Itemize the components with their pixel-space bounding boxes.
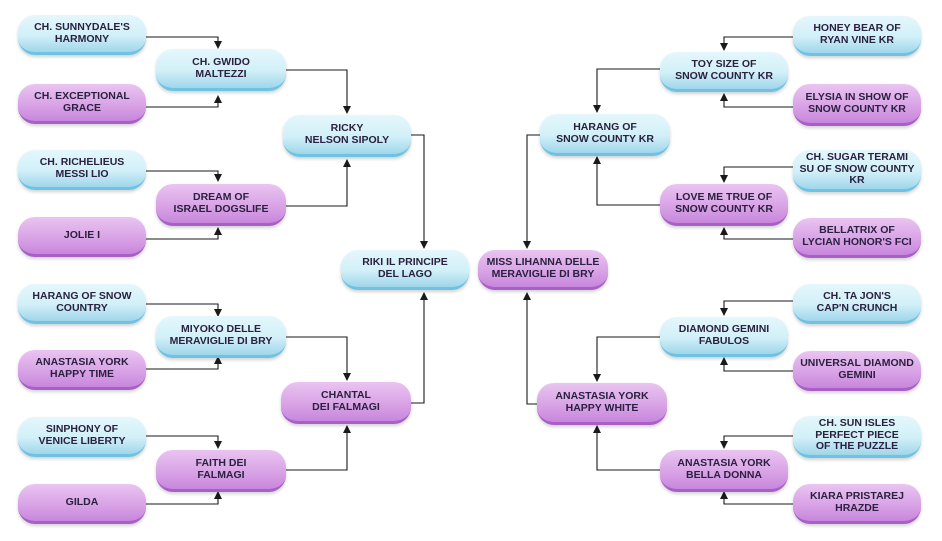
connector bbox=[720, 435, 793, 449]
dog-node-universal-diamond-gemini: UNIVERSAL DIAMOND GEMINI bbox=[793, 351, 921, 391]
dog-node-diamond-gemini-fabulos: DIAMOND GEMINI FABULOS bbox=[660, 317, 788, 357]
dog-node-harang-of-snow-country: HARANG OF SNOW COUNTRY bbox=[18, 284, 146, 324]
dog-node-miyoko-delle-meraviglie: MIYOKO DELLE MERAVIGLIE DI BRY bbox=[156, 316, 286, 358]
dog-node-miss-lihanna: MISS LIHANNA DELLE MERAVIGLIE DI BRY bbox=[478, 250, 608, 290]
connector bbox=[720, 166, 793, 183]
dog-node-bellatrix: BELLATRIX OF LYCIAN HONOR'S FCI bbox=[793, 218, 921, 258]
dog-node-anastasia-york-happy-time: ANASTASIA YORK HAPPY TIME bbox=[18, 350, 146, 390]
dog-node-sinphony-of-venice-liberty: SINPHONY OF VENICE LIBERTY bbox=[18, 417, 146, 457]
dog-node-love-me-true: LOVE ME TRUE OF SNOW COUNTY KR bbox=[660, 184, 788, 226]
dog-node-sun-isles-perfect-piece: CH. SUN ISLES PERFECT PIECE OF THE PUZZL… bbox=[793, 416, 921, 458]
connector bbox=[286, 336, 351, 381]
dog-node-sunnydales-harmony: CH. SUNNYDALE'S HARMONY bbox=[18, 15, 146, 55]
connector bbox=[411, 292, 428, 404]
dog-node-kiara-pristarej-hrazde: KIARA PRISTAREJ HRAZDE bbox=[793, 484, 921, 524]
connector bbox=[146, 435, 222, 449]
dog-node-harang-of-snow-county-kr: HARANG OF SNOW COUNTY KR bbox=[540, 114, 670, 156]
connector bbox=[146, 491, 222, 505]
dog-node-riki-il-principe-del-lago: RIKI IL PRINCIPE DEL LAGO bbox=[341, 250, 469, 290]
connector bbox=[523, 292, 540, 405]
connector bbox=[593, 425, 660, 471]
connector bbox=[720, 36, 793, 51]
dog-node-jolie-i: JOLIE I bbox=[18, 217, 146, 257]
connector bbox=[720, 357, 793, 372]
dog-node-ricky-nelson-sipoly: RICKY NELSON SIPOLY bbox=[283, 115, 411, 157]
dog-node-toy-size-of-snow-county: TOY SIZE OF SNOW COUNTY KR bbox=[660, 52, 788, 92]
connector bbox=[146, 356, 222, 370]
connector bbox=[411, 134, 428, 249]
connector bbox=[720, 93, 793, 108]
connector bbox=[523, 134, 540, 249]
connector bbox=[146, 303, 222, 317]
connector bbox=[146, 95, 222, 108]
dog-node-gilda: GILDA bbox=[18, 484, 146, 524]
connector bbox=[286, 159, 351, 207]
connector bbox=[720, 491, 793, 505]
connector bbox=[720, 227, 793, 240]
dog-node-richelieus-messi-lio: CH. RICHELIEUS MESSI LIO bbox=[18, 150, 146, 190]
connector bbox=[593, 336, 660, 382]
dog-node-exceptional-grace: CH. EXCEPTIONAL GRACE bbox=[18, 84, 146, 124]
dog-node-honey-bear: HONEY BEAR OF RYAN VINE KR bbox=[793, 16, 921, 56]
dog-node-chantal-dei-falmagi: CHANTAL DEI FALMAGI bbox=[281, 382, 411, 424]
connector bbox=[720, 300, 793, 316]
connector bbox=[593, 156, 660, 206]
connector bbox=[286, 69, 351, 114]
dog-node-gwido-maltezzi: CH. GWIDO MALTEZZI bbox=[156, 49, 286, 91]
dog-node-anastasia-york-happy-white: ANASTASIA YORK HAPPY WHITE bbox=[537, 383, 667, 425]
connector bbox=[286, 425, 351, 471]
dog-node-faith-dei-falmagi: FAITH DEI FALMAGI bbox=[156, 450, 286, 492]
dog-node-dream-of-israel-dogslife: DREAM OF ISRAEL DOGSLIFE bbox=[156, 184, 286, 226]
connector bbox=[146, 36, 222, 49]
connector bbox=[146, 170, 222, 182]
connector bbox=[593, 68, 660, 113]
connector bbox=[146, 227, 222, 240]
dog-node-ta-jons-capn-crunch: CH. TA JON'S CAP'N CRUNCH bbox=[793, 284, 921, 324]
dog-node-elysia-in-show: ELYSIA IN SHOW OF SNOW COUNTY KR bbox=[793, 84, 921, 126]
dog-node-sugar-terami: CH. SUGAR TERAMI SU OF SNOW COUNTY KR bbox=[793, 150, 921, 192]
dog-node-anastasia-york-bella-donna: ANASTASIA YORK BELLA DONNA bbox=[660, 450, 788, 492]
